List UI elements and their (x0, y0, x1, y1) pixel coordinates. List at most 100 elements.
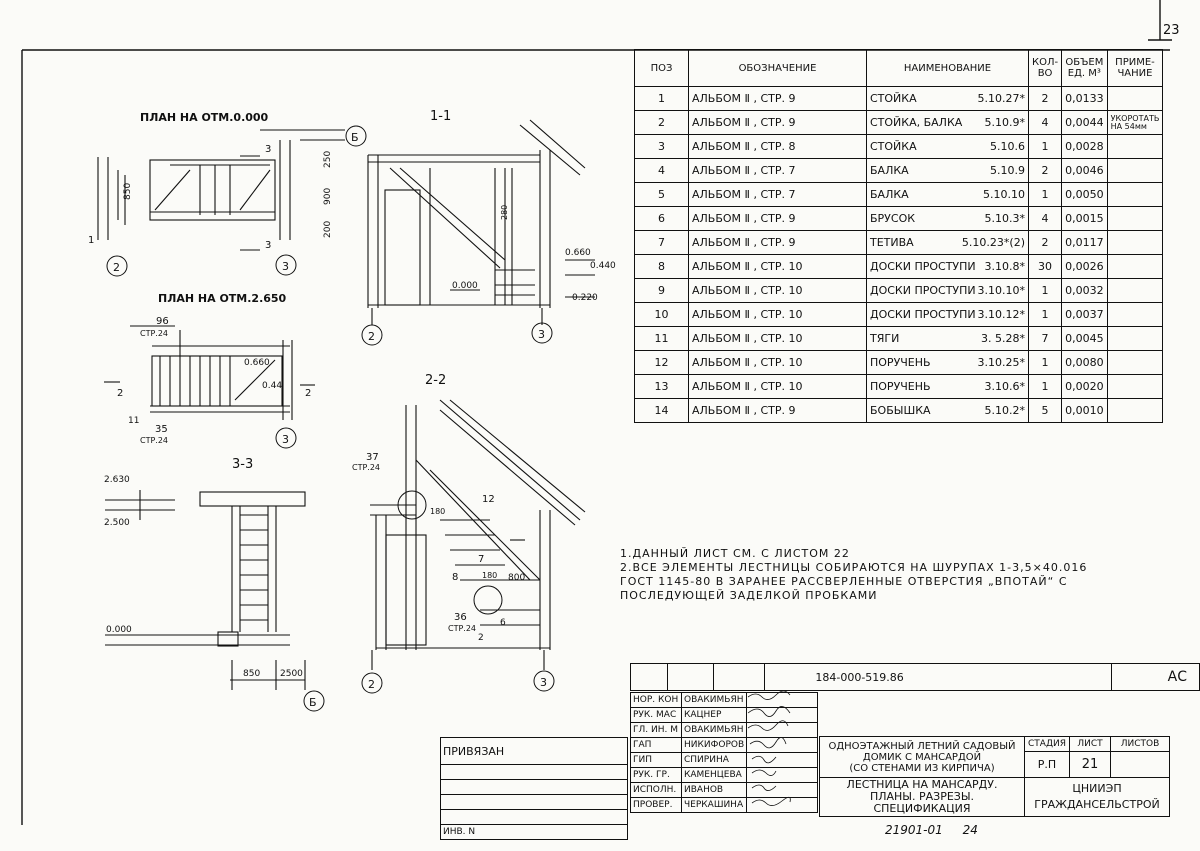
role-person: ОВАКИМЬЯН (680, 692, 748, 708)
project-title-line: ДОМИК С МАНСАРДОЙ (862, 751, 982, 763)
cell-volume: 0,0028 (1061, 134, 1108, 159)
specification-table: ПОЗ ОБОЗНАЧЕНИЕ НАИМЕНОВАНИЕ КОЛ-ВО ОБЪЕ… (634, 49, 1164, 423)
section-1-drawing (367, 119, 595, 325)
dim-900: 900 (323, 188, 333, 205)
axis-3-label-plan2: 3 (282, 433, 289, 446)
role-title: ГИП (630, 752, 682, 768)
title-block-top: 184-000-519.86 АС (630, 663, 1200, 691)
note-line: 1.ДАННЫЙ ЛИСТ СМ. С ЛИСТОМ 22 (620, 547, 850, 560)
role-person: ЧЕРКАШИНА (680, 797, 748, 813)
role-signature (746, 782, 819, 798)
cell-designation: АЛЬБОМ Ⅱ , СТР. 9 (688, 86, 867, 111)
role-title: ИСПОЛН. (630, 782, 682, 798)
cell-volume: 0,0010 (1061, 398, 1108, 423)
cell-pos: 14 (634, 398, 689, 423)
role-title: ГАП (630, 737, 682, 753)
cell-note (1106, 302, 1164, 327)
plan-2650-mark-2-right: 2 (305, 388, 311, 399)
sheet-title-line: ПЛАНЫ. РАЗРЕЗЫ. (869, 790, 975, 803)
cell-note (1106, 206, 1164, 231)
footer-num: 24 (962, 823, 978, 837)
axis-b-label-sec3: Б (309, 696, 317, 709)
cell-qty: 1 (1027, 302, 1063, 327)
plan-2650-dim-11: 11 (128, 416, 139, 426)
elev-0660: 0.660 (565, 248, 591, 258)
pos-7-callout: 7 (478, 554, 484, 565)
dim-2500-sec3: 2500 (280, 669, 303, 679)
role-person: КАМЕНЦЕВА (680, 767, 748, 783)
item-name: ТЕТИВА (870, 236, 914, 249)
cell-volume: 0,0046 (1061, 158, 1108, 183)
note-line: ГОСТ 1145-80 В ЗАРАНЕЕ РАССВЕРЛЕННЫЕ ОТВ… (620, 575, 1068, 588)
plan-2650-dim-96: 96 (156, 316, 169, 327)
cell-pos: 1 (634, 86, 689, 111)
dim-200: 200 (323, 221, 333, 238)
cell-note (1106, 134, 1164, 159)
role-person: ИВАНОВ (680, 782, 748, 798)
cell-designation: АЛЬБОМ Ⅱ , СТР. 9 (688, 398, 867, 423)
cell-qty: 30 (1027, 254, 1063, 279)
plan-2650-dim-35: 35 (155, 424, 168, 435)
item-code: 3.10.6* (984, 380, 1026, 393)
footer-code: 21901-01 (885, 823, 943, 837)
role-title: РУК. МАС (630, 707, 682, 723)
role-signature (746, 692, 819, 708)
role-signature (746, 752, 819, 768)
project-title: ОДНОЭТАЖНЫЙ ЛЕТНИЙ САДОВЫЙ ДОМИК С МАНСА… (819, 736, 1025, 778)
detail-37-circle (397, 490, 427, 520)
cell-volume: 0,0045 (1061, 326, 1108, 351)
cell-note (1106, 350, 1164, 375)
axis-2-bubble (106, 255, 128, 277)
detail-36-str24: СТР.24 (448, 624, 476, 633)
role-person: НИКИФОРОВ (680, 737, 748, 753)
cell-volume: 0,0026 (1061, 254, 1108, 279)
role-title: НОР. КОН (630, 692, 682, 708)
org-line: ЦНИИЭП (1072, 782, 1122, 795)
plan-0-title: ПЛАН НА ОТМ.0.000 (140, 111, 269, 124)
item-name: ДОСКИ ПРОСТУПИ (870, 260, 976, 273)
cell-volume: 0,0037 (1061, 302, 1108, 327)
cell-qty: 7 (1027, 326, 1063, 351)
cell-qty: 5 (1027, 398, 1063, 423)
role-row: ПРОВЕР.ЧЕРКАШИНА (630, 797, 819, 813)
plan-2650-drawing (104, 325, 315, 420)
cell-designation: АЛЬБОМ Ⅱ , СТР. 10 (688, 302, 867, 327)
cell-designation: АЛЬБОМ Ⅱ , СТР. 10 (688, 374, 867, 399)
axis-3-label: 3 (282, 260, 289, 273)
axis-3-bubble-plan2 (275, 427, 297, 449)
org-line: ГРАЖДАНСЕЛЬСТРОЙ (1034, 798, 1160, 811)
item-name: СТОЙКА, БАЛКА (870, 116, 963, 129)
cell-note (1106, 86, 1164, 111)
item-name: ДОСКИ ПРОСТУПИ (870, 284, 976, 297)
item-name: ТЯГИ (870, 332, 900, 345)
axis-2-bubble-sec2 (361, 672, 383, 694)
cell-pos: 7 (634, 230, 689, 255)
note-line: 2.ВСЕ ЭЛЕМЕНТЫ ЛЕСТНИЦЫ СОБИРАЮТСЯ НА ШУ… (620, 561, 1088, 574)
cell-qty: 2 (1027, 86, 1063, 111)
cell-note (1106, 230, 1164, 255)
inv-label: ИНВ. N (440, 824, 628, 840)
item-name: БОБЫШКА (870, 404, 931, 417)
section-2-drawing (370, 399, 586, 670)
cell-note (1106, 398, 1164, 423)
cell-pos: 11 (634, 326, 689, 351)
dim-850-sec3: 850 (243, 669, 260, 679)
plan-0-dim-850: 850 (123, 183, 133, 200)
item-code: 3.10.10* (977, 284, 1026, 297)
plan-2650-title: ПЛАН НА ОТМ.2.650 (158, 292, 287, 305)
